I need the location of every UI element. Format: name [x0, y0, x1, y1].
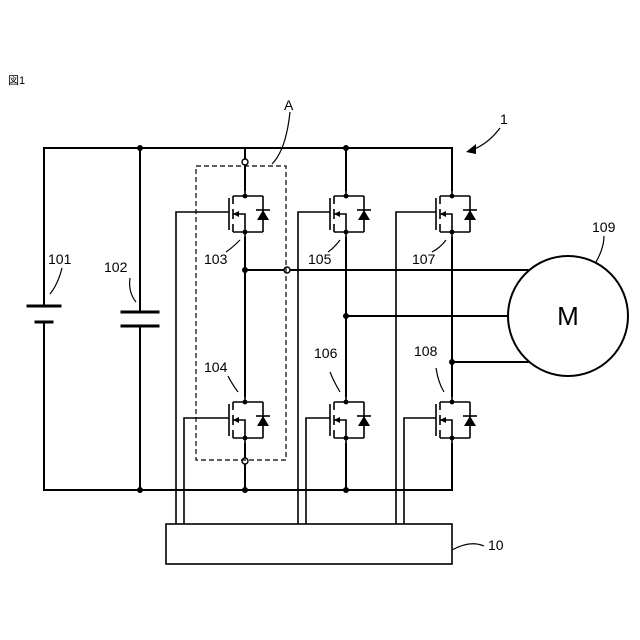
motor-label: 109: [592, 219, 616, 235]
leg-2: [330, 145, 371, 493]
sw-107-label: 107: [412, 251, 436, 267]
controller-box: [166, 524, 452, 564]
sw-105-label: 105: [308, 251, 332, 267]
figure-label: 図1: [8, 74, 25, 87]
sw-108-label: 108: [414, 343, 438, 359]
battery-label: 101: [48, 251, 72, 267]
capacitor-102: [122, 145, 158, 493]
inverter-arrow: [472, 128, 500, 150]
sw-106-label: 106: [314, 345, 338, 361]
leg-1: [229, 148, 270, 493]
battery-101: [28, 148, 62, 490]
region-a-box: [196, 166, 286, 460]
sw-104-label: 104: [204, 359, 228, 375]
motor-109: M: [508, 236, 628, 376]
motor-symbol: M: [557, 301, 579, 331]
controller-label: 10: [488, 537, 504, 553]
inverter-label: 1: [500, 111, 508, 127]
capacitor-label: 102: [104, 259, 128, 275]
region-a-label: A: [284, 97, 294, 113]
sw-103-label: 103: [204, 251, 228, 267]
leg-3: [436, 148, 477, 490]
